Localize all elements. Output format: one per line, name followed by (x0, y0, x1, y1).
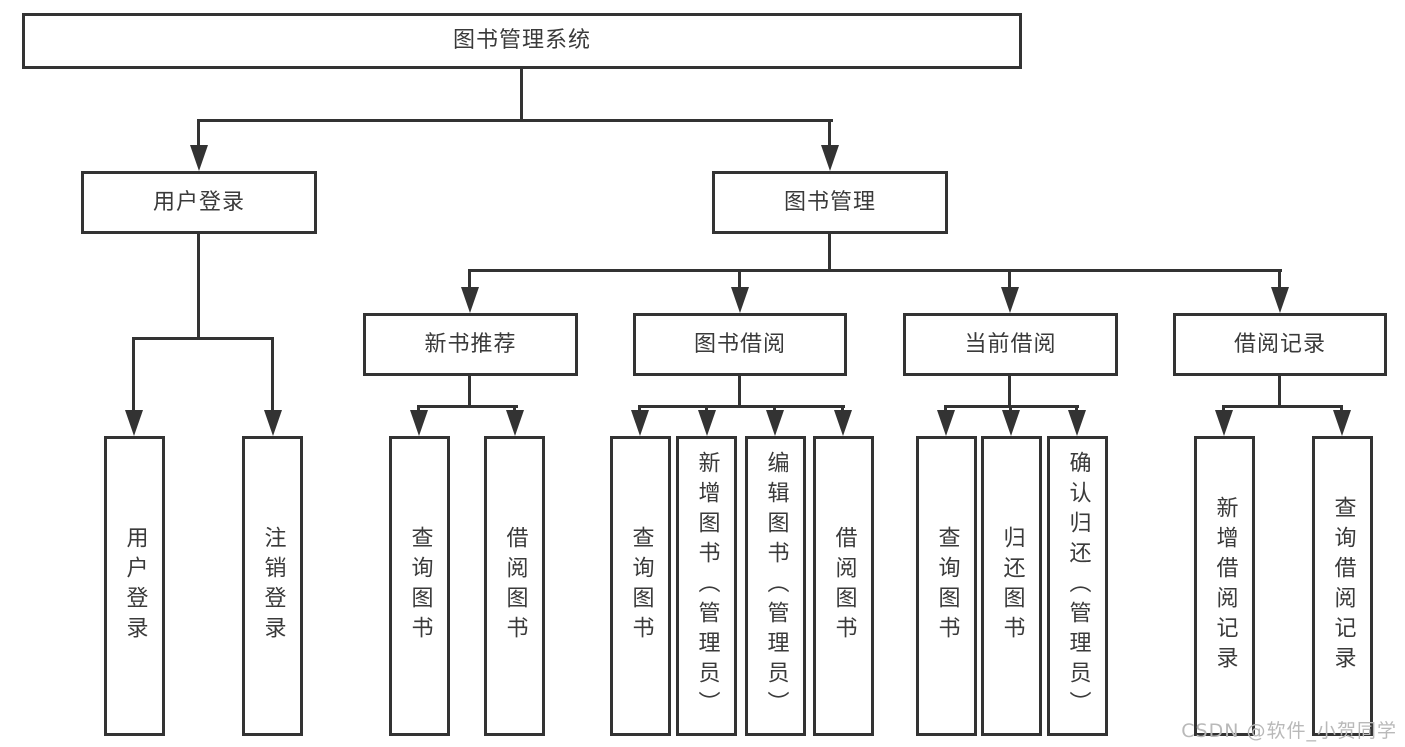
leaf-user-login: 用户登录 (104, 436, 165, 736)
leaf-label: 查询借阅记录 (1330, 496, 1356, 676)
leaf-label: 注销登录 (260, 526, 286, 646)
leaf-add-books-admin: 新增图书（管理员） (676, 436, 737, 736)
connector-shaft-login-leaf (132, 337, 135, 412)
arrow-down-icon (1002, 410, 1020, 436)
node-book-borrowing: 图书借阅 (633, 313, 847, 376)
connector-new-books-stub (468, 376, 471, 408)
leaf-query-borrow-record: 查询借阅记录 (1312, 436, 1373, 736)
node-borrowing-records: 借阅记录 (1173, 313, 1387, 376)
leaf-label: 查询图书 (934, 526, 960, 646)
node-label: 借阅记录 (1233, 331, 1326, 357)
node-book-management: 图书管理 (712, 171, 948, 234)
connector-level2-rail (468, 269, 1282, 272)
node-new-book-recommendation: 新书推荐 (363, 313, 578, 376)
leaf-label: 查询图书 (407, 526, 433, 646)
arrow-down-icon (125, 410, 143, 436)
leaf-return-books: 归还图书 (981, 436, 1042, 736)
connector-shaft-book-mgmt (828, 119, 831, 147)
connector-borrow-records-rail (1222, 405, 1343, 408)
leaf-label: 归还图书 (999, 526, 1025, 646)
connector-root-stub (520, 68, 523, 122)
arrow-down-icon (698, 410, 716, 436)
leaf-label: 新增图书（管理员） (694, 451, 720, 721)
node-current-borrowing: 当前借阅 (903, 313, 1118, 376)
arrow-down-icon (506, 410, 524, 436)
leaf-confirm-return-admin: 确认归还（管理员） (1047, 436, 1108, 736)
connector-book-borrow-rail (638, 405, 845, 408)
leaf-label: 借阅图书 (502, 526, 528, 646)
arrow-down-icon (1333, 410, 1351, 436)
arrow-down-icon (937, 410, 955, 436)
node-label: 图书管理系统 (452, 28, 591, 53)
leaf-borrow-books: 借阅图书 (813, 436, 874, 736)
leaf-query-books-new: 查询图书 (389, 436, 450, 736)
connector-shaft-logout-leaf (271, 337, 274, 412)
node-label: 用户登录 (152, 189, 245, 215)
leaf-label: 确认归还（管理员） (1065, 451, 1091, 721)
arrow-down-icon (461, 287, 479, 313)
connector-shaft-current-borrow (1008, 269, 1011, 289)
connector-borrow-records-stub (1278, 376, 1281, 408)
leaf-query-books-current: 查询图书 (916, 436, 977, 736)
arrow-down-icon (264, 410, 282, 436)
leaf-add-borrow-record: 新增借阅记录 (1194, 436, 1255, 736)
leaf-label: 借阅图书 (831, 526, 857, 646)
arrow-down-icon (766, 410, 784, 436)
watermark: CSDN @软件_小贺同学 (1181, 720, 1397, 742)
leaf-label: 查询图书 (628, 526, 654, 646)
leaf-edit-books-admin: 编辑图书（管理员） (745, 436, 806, 736)
connector-shaft-new-books (468, 269, 471, 289)
leaf-label: 用户登录 (122, 526, 148, 646)
arrow-down-icon (821, 145, 839, 171)
connector-user-login-stub (197, 234, 200, 340)
node-label: 新书推荐 (424, 331, 517, 357)
connector-user-login-rail (132, 337, 274, 340)
node-user-login: 用户登录 (81, 171, 317, 234)
arrow-down-icon (1001, 287, 1019, 313)
arrow-down-icon (1215, 410, 1233, 436)
connector-shaft-user-login (197, 119, 200, 147)
connector-shaft-book-borrow (738, 269, 741, 289)
arrow-down-icon (731, 287, 749, 313)
connector-new-books-rail (417, 405, 518, 408)
connector-current-borrow-stub (1008, 376, 1011, 408)
arrow-down-icon (834, 410, 852, 436)
leaf-query-books: 查询图书 (610, 436, 671, 736)
leaf-label: 新增借阅记录 (1212, 496, 1238, 676)
arrow-down-icon (190, 145, 208, 171)
leaf-borrow-books-new: 借阅图书 (484, 436, 545, 736)
arrow-down-icon (631, 410, 649, 436)
node-label: 图书借阅 (693, 331, 786, 357)
connector-book-mgmt-stub (828, 234, 831, 272)
connector-book-borrow-stub (738, 376, 741, 408)
node-library-management-system: 图书管理系统 (22, 13, 1022, 69)
leaf-logout: 注销登录 (242, 436, 303, 736)
arrow-down-icon (410, 410, 428, 436)
arrow-down-icon (1068, 410, 1086, 436)
connector-shaft-borrow-records (1278, 269, 1281, 289)
leaf-label: 编辑图书（管理员） (763, 451, 789, 721)
connector-level1-rail (197, 119, 833, 122)
arrow-down-icon (1271, 287, 1289, 313)
node-label: 图书管理 (783, 189, 876, 215)
node-label: 当前借阅 (964, 331, 1057, 357)
